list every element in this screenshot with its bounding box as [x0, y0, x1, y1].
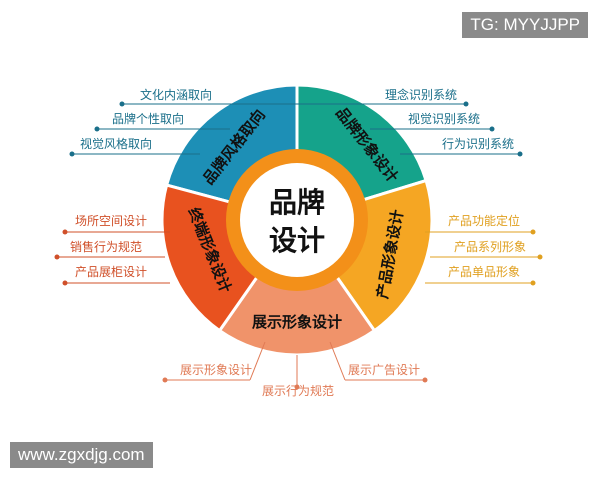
center-title-line1: 品牌	[269, 186, 325, 219]
item-label: 展示形象设计	[180, 363, 252, 377]
connector-dot	[62, 280, 68, 286]
item-label: 理念识别系统	[385, 87, 457, 102]
item-label: 产品系列形象	[454, 240, 526, 254]
connector-dot	[162, 377, 168, 383]
connector-dot	[94, 126, 100, 132]
item-label: 文化内涵取向	[140, 87, 212, 102]
item-label: 产品展柜设计	[75, 265, 147, 279]
connector-line	[249, 341, 266, 381]
connector-dot	[463, 101, 469, 107]
item-label: 产品功能定位	[448, 213, 520, 228]
item-labels: 文化内涵取向 品牌个性取向 视觉风格取向 理念识别系统 视觉识别系统 行为识别系…	[70, 87, 526, 398]
connector-dot	[530, 229, 536, 235]
connector-dot	[294, 384, 300, 390]
segment-label-display: 展示形象设计	[252, 313, 342, 331]
item-label: 销售行为规范	[70, 239, 142, 254]
connector-dot	[62, 229, 68, 235]
connector-dot	[69, 151, 75, 157]
connector-dot	[489, 126, 495, 132]
item-label: 场所空间设计	[75, 214, 147, 228]
item-label: 视觉风格取向	[80, 136, 152, 151]
center-title-line2: 设计	[269, 224, 325, 257]
connector-dot	[422, 377, 428, 383]
watermark-bottom: www.zgxdjg.com	[10, 442, 153, 468]
center-circle	[240, 163, 354, 277]
item-label: 视觉识别系统	[408, 111, 480, 126]
item-label: 行为识别系统	[442, 137, 514, 151]
connector-dot	[530, 280, 536, 286]
connector-dot	[54, 254, 60, 260]
item-label: 展示广告设计	[348, 363, 420, 377]
connector-dot	[537, 254, 543, 260]
item-label: 展示行为规范	[262, 383, 334, 398]
connector-dot	[119, 101, 125, 107]
connector-line	[329, 341, 346, 381]
item-label: 产品单品形象	[448, 265, 520, 279]
watermark-top: TG: MYYJJPP	[462, 12, 588, 38]
item-label: 品牌个性取向	[112, 111, 184, 126]
connector-dot	[517, 151, 523, 157]
